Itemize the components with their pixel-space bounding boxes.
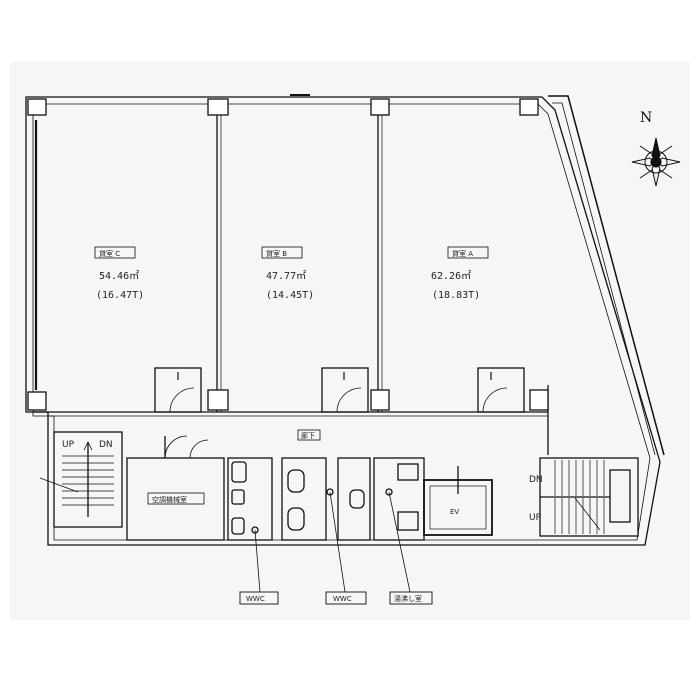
floor-plan-sheet (10, 62, 690, 620)
room-b-label-group: 貸室 B 47.77㎡ (14.45T) (261, 246, 314, 301)
stair-west-up: UP (62, 440, 75, 450)
storage-room (126, 457, 225, 541)
east-wall (548, 95, 665, 456)
room-a-tsubo: (18.83T) (432, 290, 480, 301)
column (370, 98, 390, 116)
outer-wall (25, 96, 661, 546)
stair-east-down: DN (529, 475, 543, 485)
stair-west (53, 431, 123, 528)
north-label: N (640, 110, 652, 126)
wc-block-3 (337, 457, 371, 541)
column (519, 98, 539, 116)
stair-west-down: DN (99, 440, 113, 450)
room-c-area: 54.46㎡ (99, 270, 139, 282)
column (370, 389, 390, 411)
room-b-area: 47.77㎡ (266, 270, 306, 282)
north-arrow-icon (631, 137, 681, 187)
room-c-label-group: 貸室 C 54.46㎡ (16.47T) (94, 246, 144, 301)
callout-wc-1: WWC (246, 595, 265, 603)
wc-block-1 (227, 457, 273, 541)
room-a-label-group: 貸室 A 62.26㎡ (18.83T) (431, 246, 489, 301)
door-room-a (477, 367, 525, 413)
room-a-name: 貸室 A (452, 249, 473, 258)
room-b-tsubo: (14.45T) (266, 290, 314, 301)
column (27, 391, 47, 411)
corridor-label: 廊下 (301, 431, 315, 440)
room-b-name: 貸室 B (266, 249, 287, 258)
callout-kitchen: 湯沸し室 (394, 594, 422, 603)
column (27, 98, 47, 116)
column (207, 389, 229, 411)
door-room-b (321, 367, 369, 413)
kitchen (373, 457, 425, 541)
door-room-c (154, 367, 202, 413)
room-c-tsubo: (16.47T) (96, 290, 144, 301)
east-wall-inner (552, 102, 656, 456)
room-c-name: 貸室 C (99, 249, 120, 258)
room-a-area: 62.26㎡ (431, 270, 471, 282)
storage-label: 空調機械室 (152, 495, 187, 504)
outer-wall-inner (32, 103, 651, 541)
elevator-label: EV (450, 508, 459, 516)
callout-wc-2: WWC (333, 595, 352, 603)
column (529, 389, 549, 411)
wc-block-2 (281, 457, 327, 541)
column (207, 98, 229, 116)
stair-east-up: UP (529, 513, 542, 523)
